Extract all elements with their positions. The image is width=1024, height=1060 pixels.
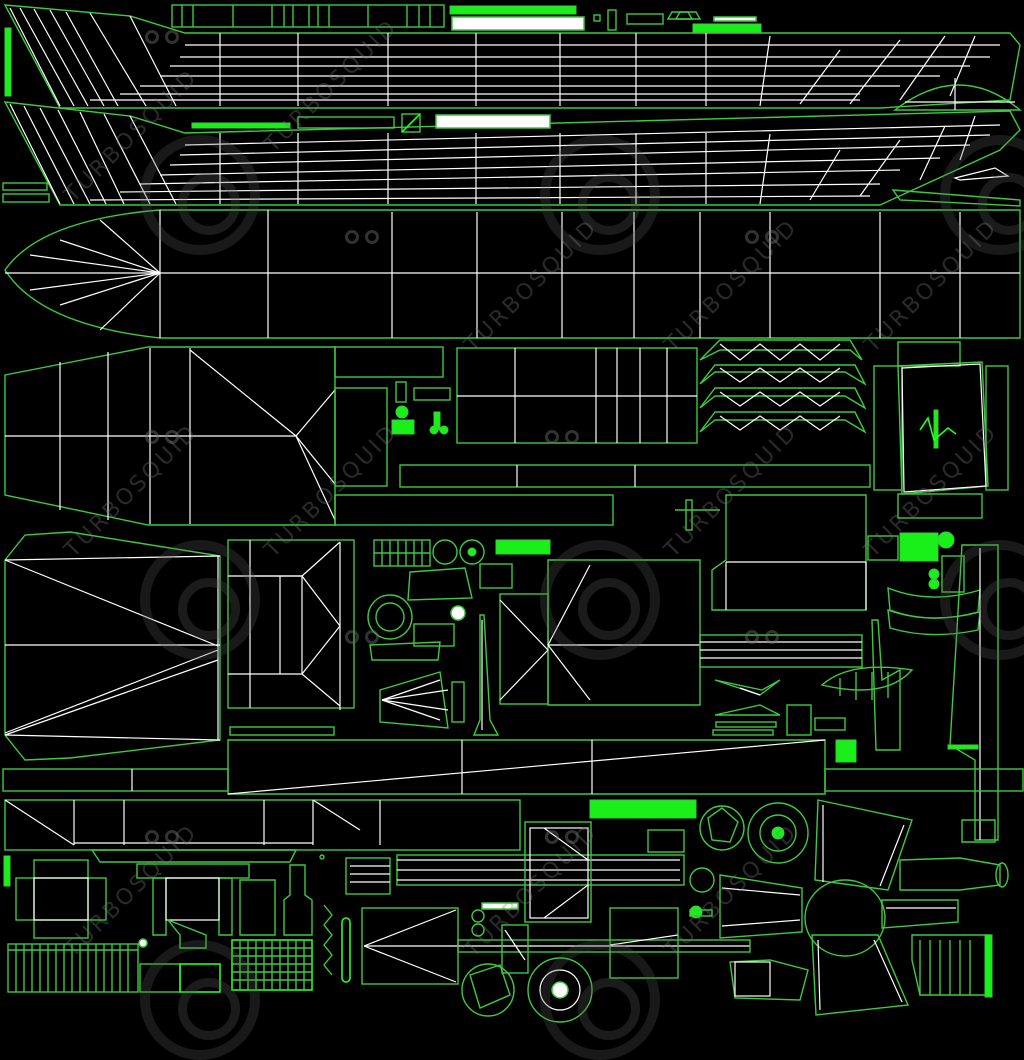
deck-cabin-box [675, 494, 867, 611]
deck-panel-left [4, 346, 614, 526]
hull-mid-section [499, 559, 863, 706]
propeller-and-fan [689, 802, 809, 919]
stern-panel-box [227, 539, 355, 736]
right-bottom-parts [899, 819, 1009, 998]
pipes-and-grid [231, 854, 351, 991]
propeller-blades [719, 799, 959, 1016]
box-panel-right [873, 341, 1009, 519]
lifeboat-part [820, 666, 914, 700]
stern-panel-left [4, 531, 221, 761]
deck-panel-center [399, 347, 871, 488]
hull-side-upper-shell [3, 4, 1021, 109]
uv-texture-atlas [2, 4, 1024, 1023]
hull-long-strips [2, 739, 1024, 795]
small-parts-cluster-a [391, 381, 451, 435]
small-parts-cluster-c [712, 679, 857, 763]
zigzag-gear-strips [699, 339, 867, 434]
deck-center-bottom [345, 799, 697, 923]
bottom-left-parts [3, 799, 521, 993]
top-strip-parts [2, 4, 1021, 207]
hull-side-lower-shell [3, 78, 1022, 206]
funnel-part [136, 863, 250, 949]
small-parts-cluster-b [367, 539, 551, 736]
hull-nose-bottom [361, 902, 751, 1023]
hull-bottom-shell [4, 209, 1021, 339]
right-side-parts [867, 531, 999, 841]
